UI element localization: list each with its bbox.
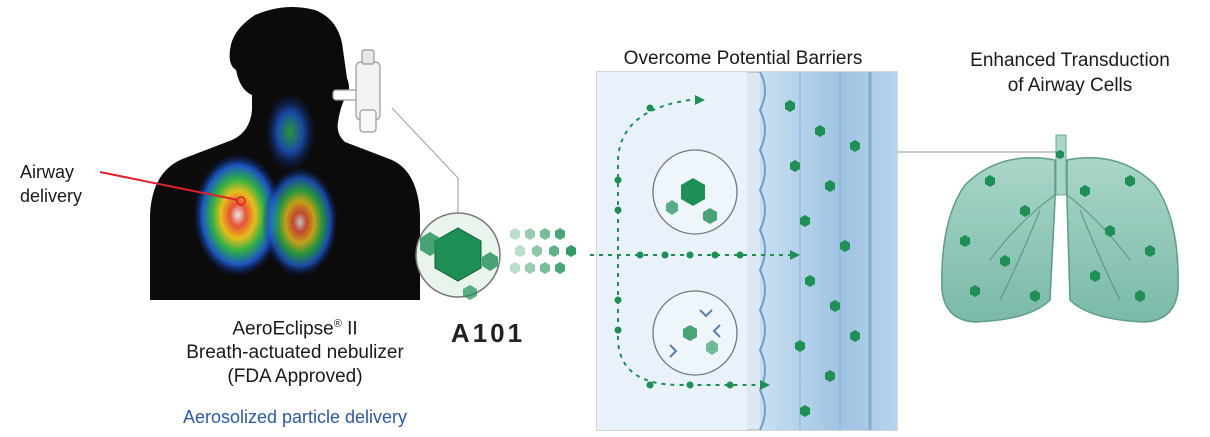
airway-pointer-dot xyxy=(236,196,246,206)
device-name-text: AeroEclipse xyxy=(232,318,334,340)
right-lung-heat xyxy=(262,167,338,277)
device-label: AeroEclipse® II Breath-actuated nebulize… xyxy=(170,312,420,389)
airway-delivery-label: Airway delivery xyxy=(20,160,82,208)
human-silhouette xyxy=(150,6,420,300)
device-connector-line xyxy=(391,107,459,179)
airway-label-line2: delivery xyxy=(20,186,83,206)
delivery-method-label: Aerosolized particle delivery xyxy=(182,407,408,427)
device-approval: (FDA Approved) xyxy=(227,366,363,388)
transduction-title-line2: of Airway Cells xyxy=(1007,75,1133,96)
airway-label-line1: Airway xyxy=(20,162,75,182)
device-type: Breath-actuated nebulizer xyxy=(186,342,404,364)
left-lung-heat xyxy=(193,153,283,277)
device-name: AeroEclipse® II xyxy=(170,312,420,341)
device-name-registered: ® xyxy=(333,318,342,330)
throat-heat xyxy=(264,92,316,172)
a101-particle-zoom xyxy=(415,212,501,300)
device-name-suffix: II xyxy=(341,318,358,340)
barriers-title: Overcome Potential Barriers xyxy=(623,48,863,69)
nebulizer-icon xyxy=(332,49,381,133)
lungs-illustration xyxy=(941,134,1179,323)
barrier-panel xyxy=(590,71,898,431)
transduction-title-line1: Enhanced Transduction xyxy=(970,50,1170,71)
transduction-title: Enhanced Transduction of Airway Cells xyxy=(945,48,1195,98)
airway-pointer-line xyxy=(99,171,239,201)
aerosol-stream xyxy=(510,228,576,274)
drug-name-label: A101 xyxy=(450,318,526,348)
